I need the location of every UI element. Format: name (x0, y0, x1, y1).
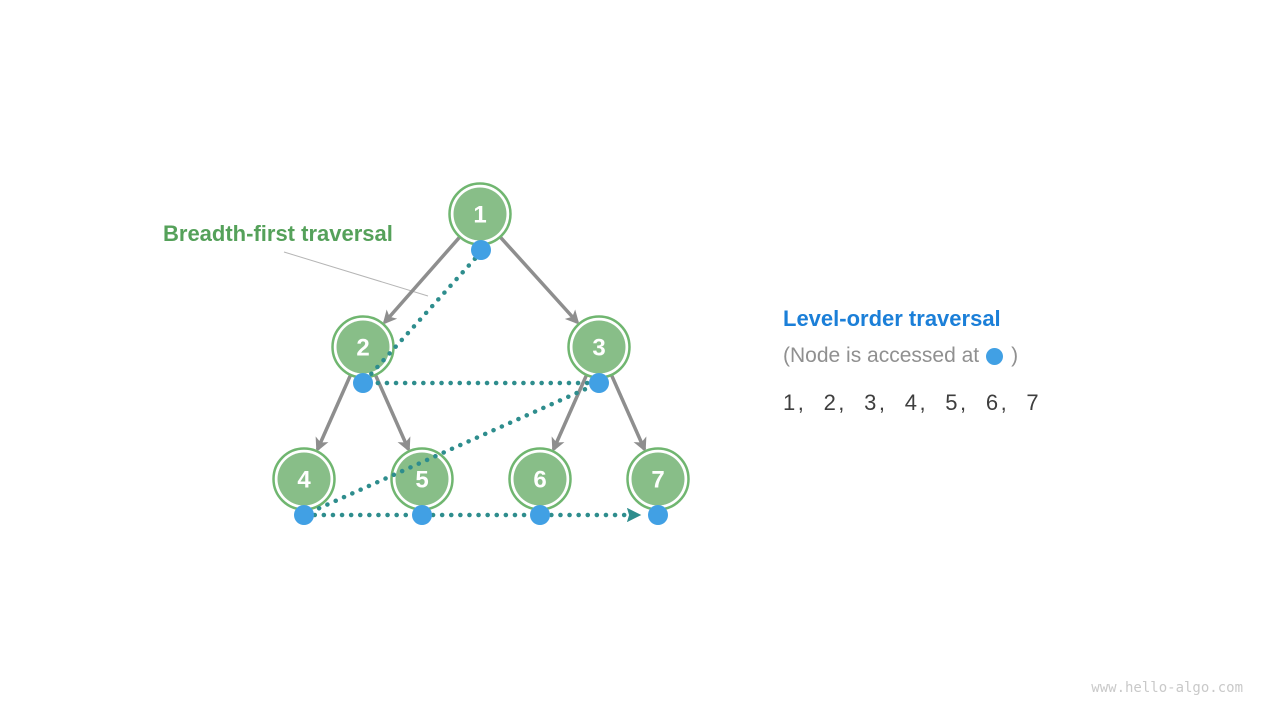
node-accessed-note: (Node is accessed at ) (783, 344, 1018, 368)
tree-edge-1-2 (382, 236, 461, 325)
tree-edge-2-5 (374, 374, 411, 453)
label-leader-line (283, 251, 429, 297)
access-dot-4 (294, 505, 314, 525)
tree-edge-2-4 (315, 374, 352, 453)
tree-edge-3-6 (551, 374, 588, 453)
blue-dot-icon (986, 347, 1004, 365)
access-dot-7 (648, 505, 668, 525)
access-dot-3 (589, 373, 609, 393)
node-label-5: 5 (415, 467, 428, 494)
tree-node-1: 1 (448, 182, 512, 246)
traversal-sequence: 1, 2, 3, 4, 5, 6, 7 (783, 390, 1042, 415)
tree-edge-3-7 (610, 374, 647, 453)
node-label-1: 1 (473, 202, 486, 229)
watermark: www.hello-algo.com (1091, 680, 1243, 696)
node-label-2: 2 (356, 335, 369, 362)
access-dot-5 (412, 505, 432, 525)
access-dot-1 (471, 240, 491, 260)
tree-node-6: 6 (508, 447, 572, 511)
node-accessed-suffix: ) (1011, 344, 1019, 367)
access-dots (294, 240, 668, 525)
node-label-7: 7 (651, 467, 664, 494)
node-label-4: 4 (297, 467, 311, 494)
access-dot-2 (353, 373, 373, 393)
tree-node-5: 5 (390, 447, 454, 511)
tree-edge-1-3 (499, 236, 580, 325)
node-label-6: 6 (533, 467, 546, 494)
level-order-title: Level-order traversal (783, 306, 1001, 331)
tree-node-4: 4 (272, 447, 336, 511)
tree-node-7: 7 (626, 447, 690, 511)
tree-edges (315, 236, 647, 453)
node-label-3: 3 (592, 335, 605, 362)
tree-node-3: 3 (567, 315, 631, 379)
access-dot-6 (530, 505, 550, 525)
tree-node-2: 2 (331, 315, 395, 379)
breadth-first-label: Breadth-first traversal (163, 221, 393, 246)
node-accessed-prefix: (Node is accessed at (783, 344, 980, 367)
